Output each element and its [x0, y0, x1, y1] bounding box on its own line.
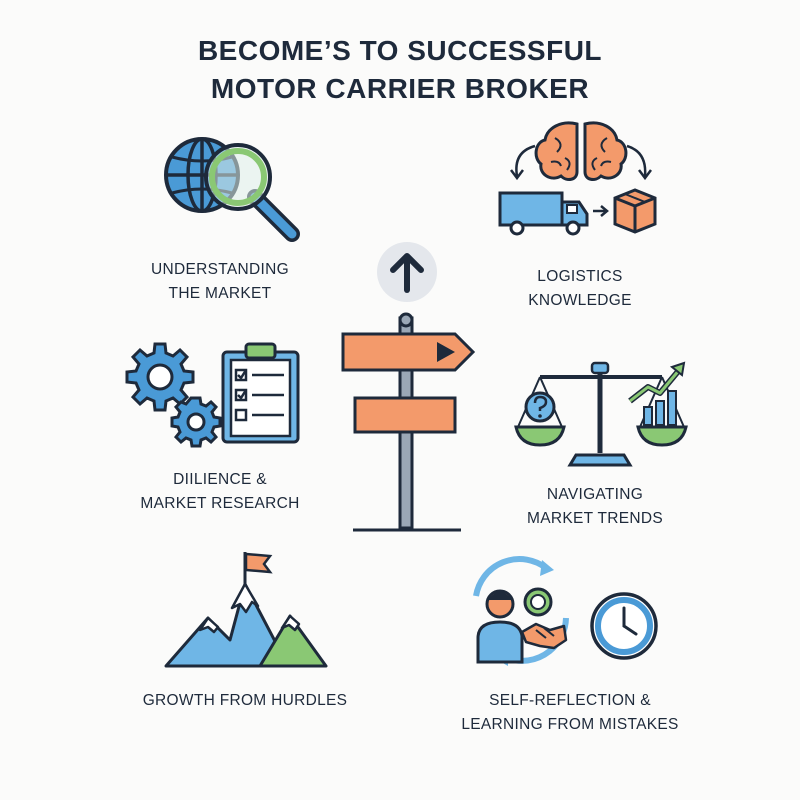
mountain-flag-icon — [160, 548, 335, 673]
title-line-2: MOTOR CARRIER BROKER — [210, 73, 590, 104]
gears-clipboard-icon — [125, 340, 308, 448]
self-reflection-label: SELF-REFLECTION & LEARNING FROM MISTAKES — [440, 689, 700, 737]
self-reflection-line-2: LEARNING FROM MISTAKES — [461, 716, 679, 733]
balance-scale-chart-icon — [512, 355, 692, 470]
logistics-knowledge-line-1: LOGISTICS — [537, 268, 623, 285]
page-title: BECOME’S TO SUCCESSFUL MOTOR CARRIER BRO… — [0, 32, 800, 108]
diligence-research-label: DIILIENCE & MARKET RESEARCH — [120, 468, 320, 516]
logistics-knowledge-line-2: KNOWLEDGE — [528, 292, 632, 309]
signpost-up-arrow-icon — [335, 238, 480, 538]
diligence-research-line-1: DIILIENCE & — [173, 471, 267, 488]
logistics-knowledge-label: LOGISTICS KNOWLEDGE — [480, 265, 680, 313]
title-line-1: BECOME’S TO SUCCESSFUL — [197, 35, 603, 66]
diligence-research-line-2: MARKET RESEARCH — [140, 495, 300, 512]
market-trends-line-2: MARKET TRENDS — [527, 510, 663, 527]
understanding-market-line-2: THE MARKET — [168, 285, 272, 302]
people-handshake-clock-icon — [462, 556, 662, 670]
growth-hurdles-label: GROWTH FROM HURDLES — [110, 689, 380, 713]
market-trends-line-1: NAVIGATING — [546, 486, 644, 503]
understanding-market-label: UNDERSTANDING THE MARKET — [120, 258, 320, 306]
understanding-market-line-1: UNDERSTANDING — [151, 261, 289, 278]
globe-magnifier-icon — [160, 135, 305, 245]
self-reflection-line-1: SELF-REFLECTION & — [489, 692, 651, 709]
market-trends-label: NAVIGATING MARKET TRENDS — [490, 483, 700, 531]
growth-hurdles-line-1: GROWTH FROM HURDLES — [142, 692, 348, 709]
brain-truck-box-icon — [495, 118, 670, 243]
